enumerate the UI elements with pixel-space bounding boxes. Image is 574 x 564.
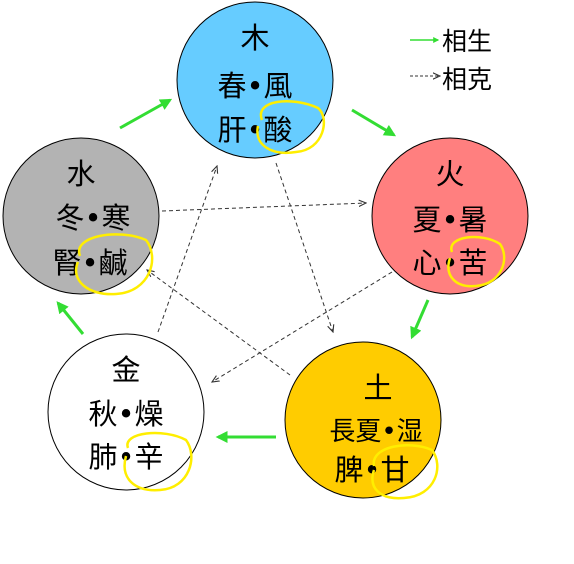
element-water-name: 水 — [66, 157, 95, 191]
element-fire: 火 夏•暑 心•苦 — [371, 137, 529, 295]
arrow-earth-to-water — [147, 270, 291, 376]
element-wood: 木 春•風 肝•酸 — [176, 1, 334, 159]
arrow-wood-to-earth — [275, 162, 333, 332]
generating-arrows — [56, 98, 430, 443]
element-fire-circle — [371, 137, 529, 295]
element-wood-name: 木 — [240, 21, 269, 55]
overcoming-arrows — [147, 162, 393, 382]
element-earth-name: 土 — [363, 371, 392, 405]
element-water-season: 冬•寒 — [55, 201, 130, 235]
element-metal-circle — [47, 333, 205, 491]
element-metal-season: 秋•燥 — [88, 397, 163, 431]
element-fire-name: 火 — [435, 157, 464, 191]
highlight-earth-taste — [371, 444, 439, 500]
highlight-wood-taste — [256, 100, 326, 155]
element-metal-name: 金 — [111, 353, 140, 387]
arrow-metal-to-wood — [157, 166, 217, 333]
arrow-metal-to-water — [56, 301, 85, 335]
legend-overcoming-label: 相克 — [442, 65, 492, 94]
element-water-circle — [2, 137, 160, 295]
element-fire-season: 夏•暑 — [412, 203, 487, 237]
arrow-water-to-fire — [161, 203, 366, 212]
element-wood-circle — [176, 1, 334, 159]
highlight-water-taste — [75, 233, 154, 296]
element-wood-organ: 肝•酸 — [217, 113, 292, 147]
arrow-fire-to-earth — [410, 299, 430, 340]
element-earth-circle — [284, 341, 442, 499]
element-earth: 土 長夏•湿 脾•甘 — [284, 341, 442, 500]
arrow-wood-to-fire — [351, 108, 397, 137]
element-water-organ: 腎•鹹 — [52, 246, 127, 280]
highlight-fire-taste — [447, 235, 506, 288]
element-wood-season: 春•風 — [217, 69, 292, 103]
legend: 相生 相克 — [410, 27, 492, 94]
element-water: 水 冬•寒 腎•鹹 — [2, 137, 160, 296]
highlight-metal-taste — [123, 431, 193, 492]
element-earth-season: 長夏•湿 — [329, 417, 422, 447]
legend-generating-label: 相生 — [442, 27, 492, 56]
arrow-fire-to-metal — [212, 271, 393, 382]
element-metal: 金 秋•燥 肺•辛 — [47, 333, 205, 492]
arrow-water-to-wood — [119, 98, 173, 130]
